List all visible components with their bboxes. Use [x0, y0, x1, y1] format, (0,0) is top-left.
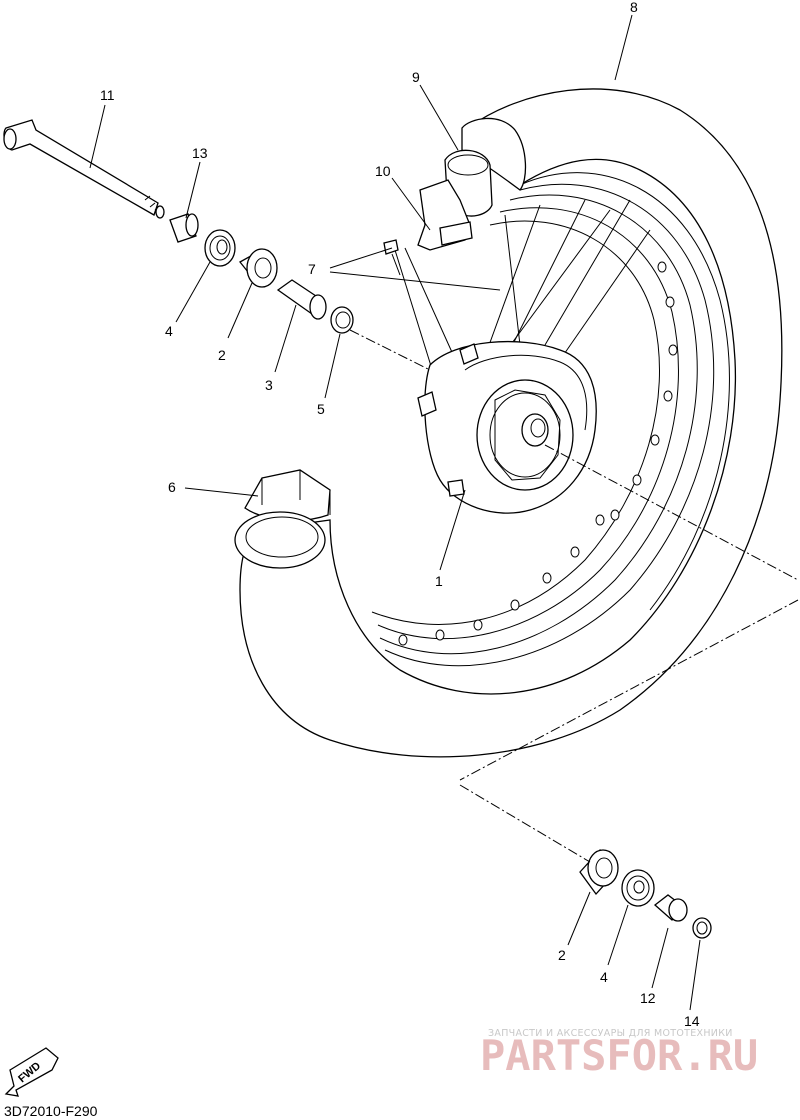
seal-ring: [330, 306, 354, 334]
callout-8: 8: [630, 0, 638, 15]
callout-9: 9: [412, 69, 420, 85]
hub: [417, 341, 597, 514]
callout-2-right: 2: [558, 947, 566, 963]
callout-4-left: 4: [165, 323, 173, 339]
callout-5: 5: [317, 401, 325, 417]
callout-10: 10: [375, 163, 391, 179]
callout-11: 11: [100, 87, 115, 103]
nut-14: [692, 917, 712, 939]
speedometer-parts: [417, 149, 493, 251]
oil-seal-right: [621, 869, 655, 907]
bearing-left: [239, 248, 278, 288]
collar-12: [653, 894, 688, 922]
axis-lines: [349, 329, 799, 863]
callout-2-left: 2: [218, 347, 226, 363]
callout-7: 7: [308, 261, 316, 277]
callout-4-right: 4: [600, 969, 608, 985]
callout-14: 14: [684, 1013, 700, 1029]
callout-1: 1: [435, 573, 443, 589]
diagram-code: 3D72010-F290: [4, 1103, 98, 1119]
spacer: [276, 279, 327, 320]
bearing-right: [579, 848, 619, 896]
callout-3: 3: [265, 377, 273, 393]
callout-6: 6: [168, 479, 176, 495]
fwd-arrow: FWD: [4, 1047, 59, 1097]
collar-13: [169, 213, 199, 243]
callout-13: 13: [192, 145, 208, 161]
watermark-tagline: ЗАПЧАСТИ И АКСЕССУАРЫ ДЛЯ МОТОТЕХНИКИ: [488, 1028, 733, 1039]
axle: [3, 119, 165, 219]
callout-labels: 1 2 3 4 5 6 7 8 9 10 11 13 2 4 12 14: [100, 0, 700, 1029]
leader-lines: [89, 14, 701, 1011]
rim-spoke-holes: [398, 261, 678, 646]
rim: [371, 183, 715, 667]
watermark: ЗАПЧАСТИ И АКСЕССУАРЫ ДЛЯ МОТОТЕХНИКИ PA…: [480, 1028, 758, 1080]
oil-seal-left: [204, 229, 236, 267]
watermark-logo: PARTSFOR.RU: [480, 1031, 758, 1080]
callout-12: 12: [640, 990, 656, 1006]
tube-section: [234, 469, 331, 569]
